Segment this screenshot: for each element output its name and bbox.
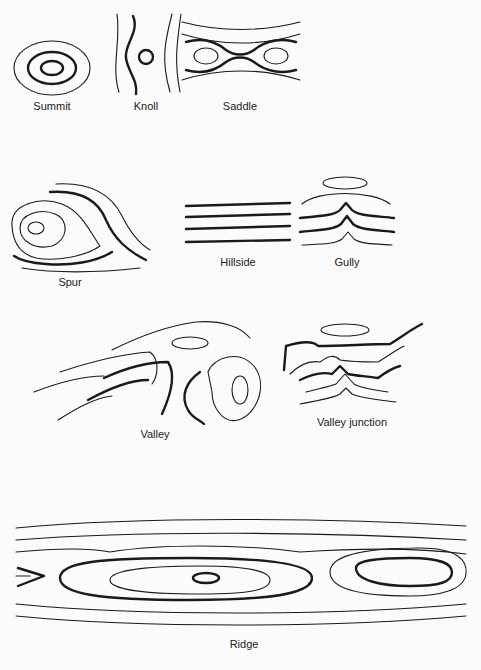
valley-contours <box>34 322 261 424</box>
gully-contours <box>300 177 394 245</box>
saddle-contours <box>182 22 300 80</box>
spur-label: Spur <box>58 276 81 288</box>
saddle-label: Saddle <box>223 100 257 112</box>
summit-label: Summit <box>33 100 70 112</box>
ridge-label: Ridge <box>230 638 259 650</box>
hillside-label: Hillside <box>220 256 255 268</box>
summit-contours <box>14 41 90 95</box>
hillside-contours <box>186 203 290 242</box>
valley-junction-contours <box>284 324 422 404</box>
ridge-contours <box>16 520 466 626</box>
spur-contours <box>12 184 150 272</box>
valley-junction-label: Valley junction <box>317 416 387 428</box>
gully-label: Gully <box>334 256 359 268</box>
knoll-contours <box>116 14 181 94</box>
knoll-label: Knoll <box>134 100 158 112</box>
valley-label: Valley <box>140 428 169 440</box>
